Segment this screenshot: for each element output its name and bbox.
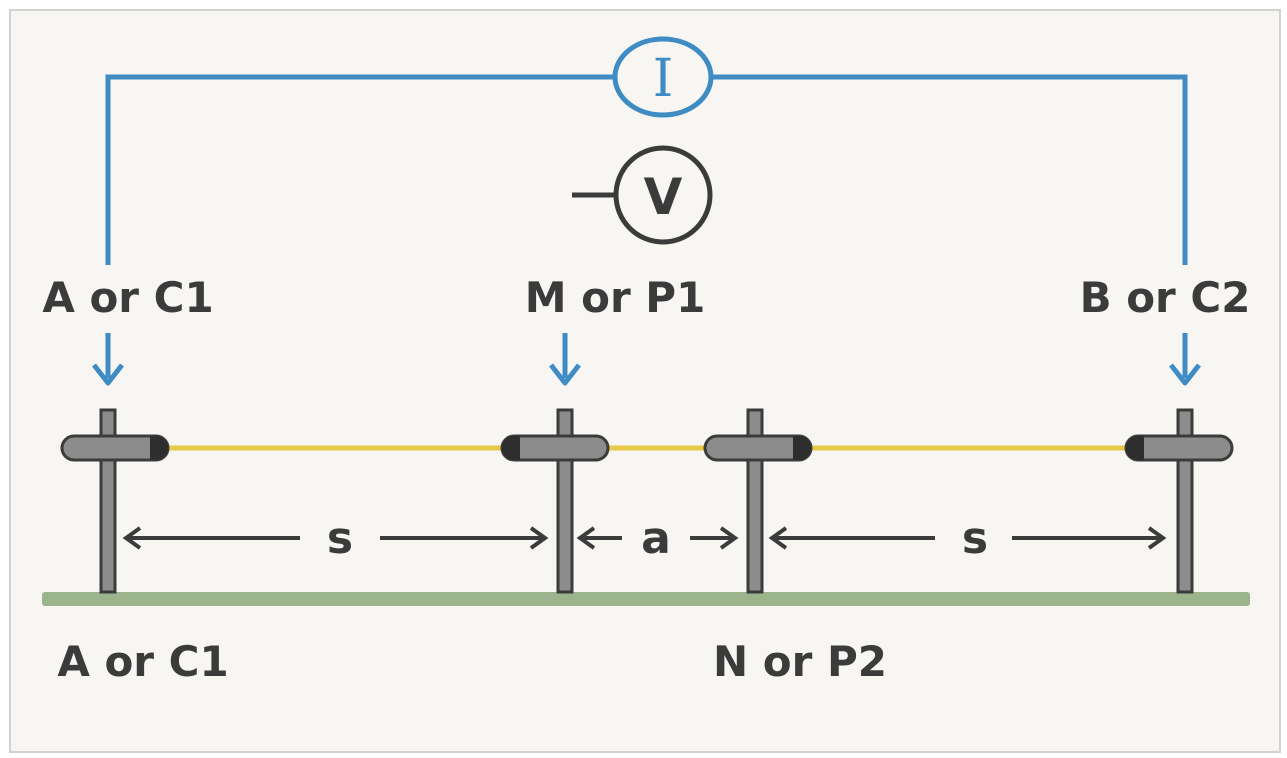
ground-line: [42, 592, 1250, 606]
voltmeter-symbol: V: [644, 168, 683, 226]
label-electrode-m-top: M or P1: [525, 273, 706, 322]
arrow-down-b-icon: [1169, 333, 1201, 386]
electrode-a: [60, 408, 170, 594]
label-electrode-n-bottom: N or P2: [713, 637, 887, 686]
spacing-arrow-left: [122, 526, 549, 550]
diagram-background: [9, 9, 1281, 753]
spacing-label-s-left: s: [327, 513, 353, 564]
label-electrode-b-top: B or C2: [1080, 273, 1251, 322]
label-electrode-a-bottom: A or C1: [57, 637, 228, 686]
voltmeter: V: [572, 145, 713, 245]
ammeter-circle: [612, 36, 714, 118]
spacing-label-a: a: [641, 513, 671, 564]
spacing-label-s-right: s: [962, 513, 988, 564]
electrode-m: [500, 408, 610, 594]
arrow-down-m-icon: [549, 333, 581, 386]
electrode-n: [703, 408, 813, 594]
arrow-down-a-icon: [92, 333, 124, 386]
label-electrode-a-top: A or C1: [42, 273, 213, 322]
spacing-arrow-right: [768, 526, 1167, 550]
voltmeter-circle: [613, 145, 713, 245]
electrode-b: [1124, 408, 1234, 594]
ammeter-symbol: I: [653, 49, 674, 109]
ammeter: I: [612, 36, 714, 118]
spacing-arrow-middle: [576, 526, 739, 550]
